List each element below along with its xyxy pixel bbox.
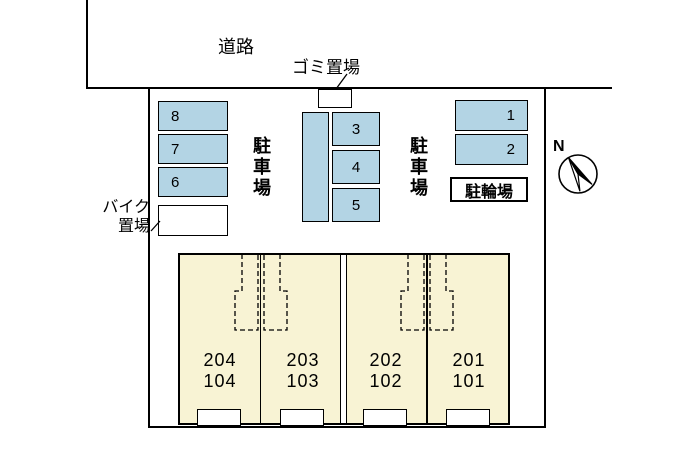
entrance-porch: [280, 409, 324, 426]
entrance-porch: [363, 409, 407, 426]
compass-icon: [558, 154, 598, 194]
bicycle-parking-box: 駐輪場: [450, 177, 528, 202]
unit-label-201-101: 201 101: [428, 350, 510, 392]
entrance-porch: [197, 409, 241, 426]
unit-number-lower: 101: [452, 371, 486, 391]
bike-storage-label-line1: バイク: [102, 199, 150, 216]
road-boundary-left-line: [86, 0, 88, 88]
parking-space-8: 8: [158, 101, 228, 131]
unit-label-202-102: 202 102: [345, 350, 427, 392]
bike-storage-label-line2: 置場: [117, 218, 150, 235]
bike-storage-label: バイク 置場: [88, 198, 150, 236]
parking-lot-label-left: 駐車場: [251, 136, 271, 199]
unit-wall-3: [426, 255, 428, 423]
parking-lot-label-right: 駐車場: [408, 136, 428, 199]
parking-space-7: 7: [158, 134, 228, 164]
bicycle-parking-label: 駐輪場: [464, 183, 513, 201]
unit-number-upper: 202: [369, 350, 403, 370]
garbage-area-label: ゴミ置場: [292, 58, 360, 77]
unit-wall-1: [259, 255, 261, 423]
unit-label-203-103: 203 103: [262, 350, 344, 392]
unit-number-lower: 104: [203, 371, 237, 391]
unit-number-upper: 203: [286, 350, 320, 370]
parking-space-5: 5: [332, 188, 380, 222]
bike-storage-box: [158, 205, 228, 236]
parking-aisle-strip: [302, 112, 329, 222]
unit-label-204-104: 204 104: [179, 350, 261, 392]
unit-number-lower: 102: [369, 371, 403, 391]
parking-space-4: 4: [332, 150, 380, 184]
unit-number-upper: 204: [203, 350, 237, 370]
unit-number-upper: 201: [452, 350, 486, 370]
garbage-area-box: [318, 89, 352, 108]
unit-number-lower: 103: [286, 371, 320, 391]
road-label: 道路: [218, 37, 254, 57]
entrance-porch: [446, 409, 490, 426]
parking-space-3: 3: [332, 112, 380, 146]
north-label: N: [553, 138, 565, 155]
parking-space-1: 1: [455, 100, 528, 131]
unit-wall-center: [340, 255, 347, 423]
parking-space-6: 6: [158, 167, 228, 197]
parking-space-2: 2: [455, 134, 528, 165]
